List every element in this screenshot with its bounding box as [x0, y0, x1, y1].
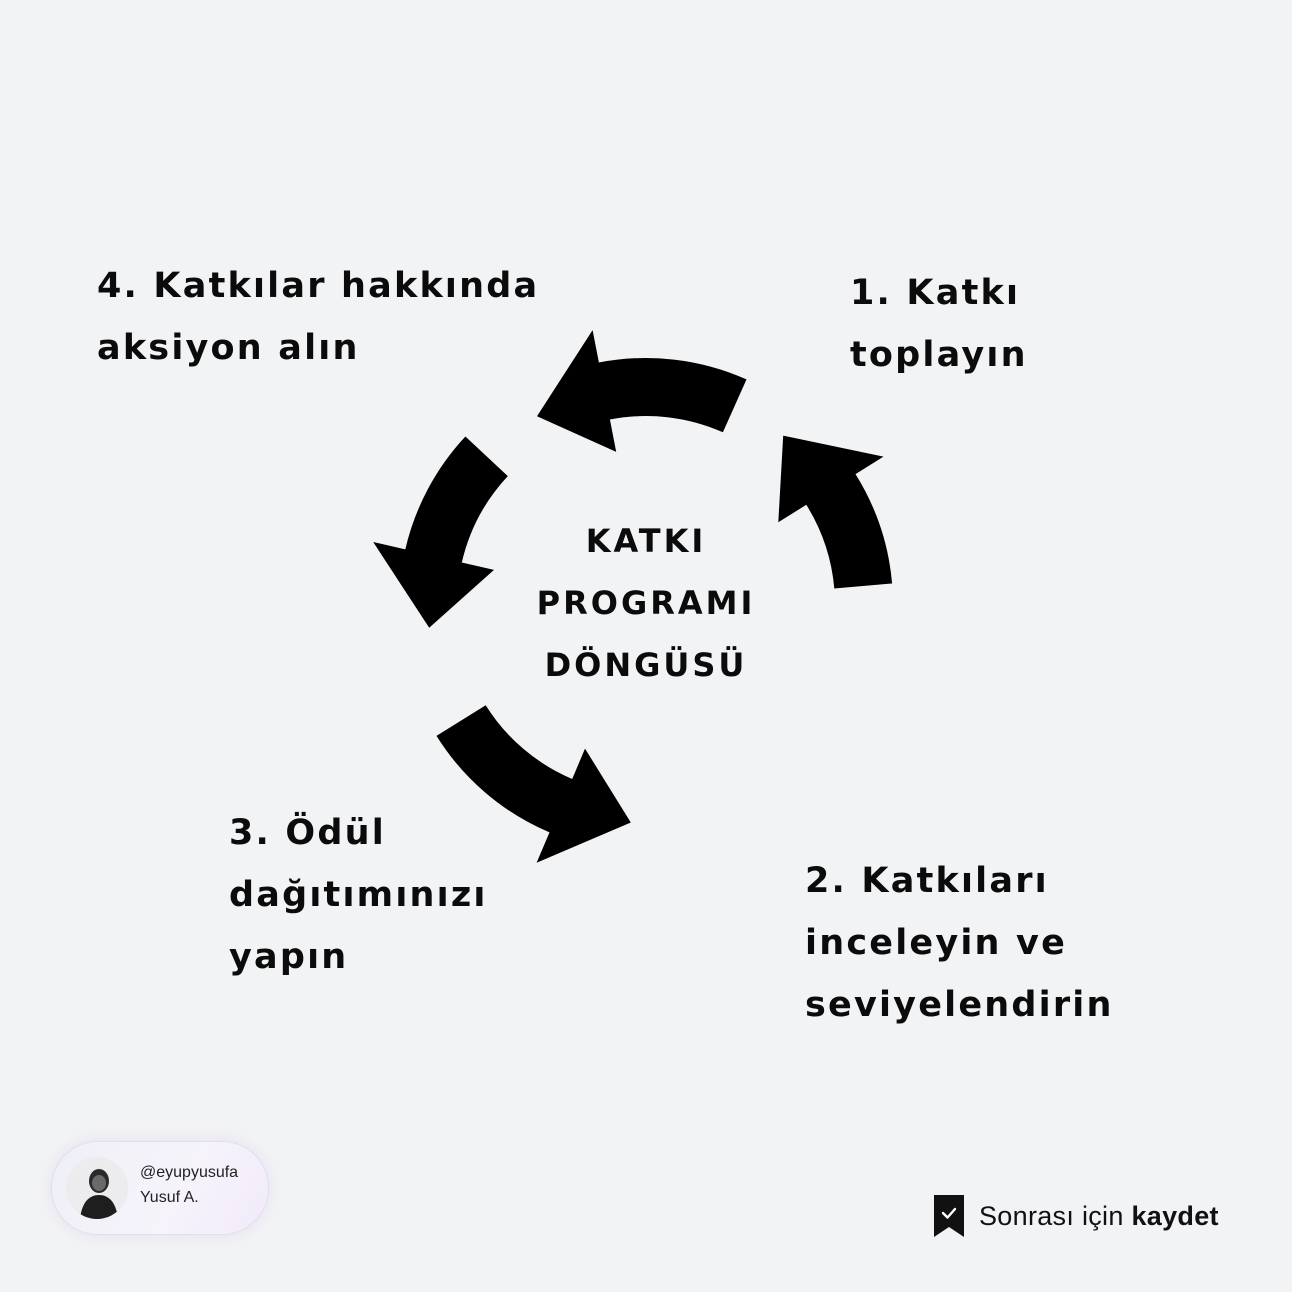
- save-label-regular: Sonrası için: [979, 1200, 1132, 1231]
- center-title-line: PROGRAMI: [536, 584, 756, 622]
- arrow-step-2-to-1: [436, 705, 631, 863]
- step-2-line: inceleyin ve: [805, 923, 1068, 963]
- save-label: Sonrası için kaydet: [979, 1201, 1219, 1232]
- step-3-line: dağıtımınızı: [229, 875, 488, 915]
- author-badge: @eyupyusufa Yusuf A.: [52, 1142, 268, 1234]
- center-title-line: DÖNGÜSÜ: [544, 646, 748, 684]
- step-2-line: 2. Katkıları: [805, 861, 1049, 901]
- step-3-line: yapın: [229, 937, 349, 977]
- step-1-line: 1. Katkı: [850, 273, 1021, 313]
- avatar: [66, 1157, 128, 1219]
- step-1-line: toplayın: [850, 335, 1028, 375]
- center-title-line: KATKI: [585, 522, 707, 560]
- step-4-line: aksiyon alın: [97, 328, 360, 368]
- step-2-line: seviyelendirin: [805, 985, 1114, 1025]
- arrow-step-1-to-4: [778, 435, 893, 589]
- author-handle: @eyupyusufa: [140, 1164, 239, 1181]
- save-for-later[interactable]: Sonrası için kaydet: [933, 1194, 1219, 1238]
- step-1-label: 1. Katkı toplayın: [850, 262, 1028, 386]
- step-2-label: 2. Katkıları inceleyin ve seviyelendirin: [805, 850, 1114, 1036]
- step-3-label: 3. Ödül dağıtımınızı yapın: [229, 802, 488, 988]
- step-4-line: 4. Katkılar hakkında: [97, 266, 540, 306]
- step-4-label: 4. Katkılar hakkında aksiyon alın: [97, 255, 539, 379]
- profile-photo-icon: [66, 1157, 128, 1219]
- arrow-step-3-to-2: [373, 436, 508, 628]
- cycle-center-title: KATKI PROGRAMI DÖNGÜSÜ: [496, 510, 796, 696]
- bookmark-check-icon: [934, 1195, 964, 1237]
- save-label-bold: kaydet: [1131, 1200, 1219, 1231]
- step-3-line: 3. Ödül: [229, 813, 386, 853]
- author-name: Yusuf A.: [140, 1189, 199, 1206]
- arrow-step-4-to-3: [537, 330, 747, 452]
